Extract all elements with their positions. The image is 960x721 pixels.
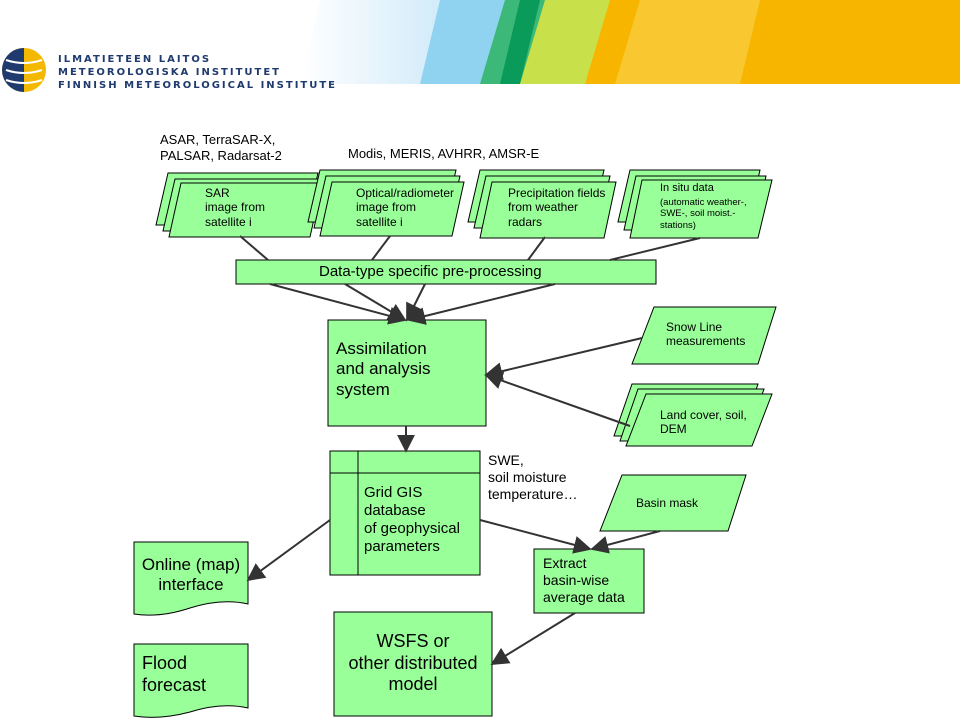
landcover-stack xyxy=(613,383,773,447)
snowline-label: Snow Line measurements xyxy=(666,320,746,349)
landcover-label: Land cover, soil, DEM xyxy=(660,408,747,437)
sar-node-label: SAR image from satellite i xyxy=(205,186,266,229)
insitu-node-title: In situ data xyxy=(660,182,714,194)
assimilation-label: Assimilation and analysis system xyxy=(336,339,431,399)
wsfs-box xyxy=(333,611,493,717)
sar-stack xyxy=(155,172,323,238)
preprocessing-box xyxy=(235,259,657,285)
extract-box xyxy=(533,548,645,614)
optical-node-label: Optical/radiometer image from satellite … xyxy=(356,186,455,229)
sar-sources-label: ASAR, TerraSAR-X, PALSAR, Radarsat-2 xyxy=(160,132,282,163)
precip-stack xyxy=(467,169,617,239)
gis-box xyxy=(329,450,481,576)
preprocessing-label: Data-type specific pre-processing xyxy=(319,263,542,280)
org-name-sv: METEOROLOGISKA INSTITUTET xyxy=(58,67,282,78)
online-box xyxy=(133,541,249,616)
extract-label: Extract basin-wise average data xyxy=(543,555,625,605)
online-label: Online (map) interface xyxy=(141,555,241,595)
insitu-stack xyxy=(617,169,773,239)
assimilation-box xyxy=(327,319,487,427)
basin-mask-box xyxy=(599,474,747,532)
flood-label: Flood forecast xyxy=(142,653,207,695)
org-name-en: FINNISH METEOROLOGICAL INSTITUTE xyxy=(58,80,338,91)
header-banner xyxy=(300,0,960,84)
insitu-node-detail: (automatic weather-, SWE-, soil moist.- … xyxy=(660,197,747,231)
precip-node-label: Precipitation fields from weather radars xyxy=(508,186,606,229)
optical-stack xyxy=(307,169,465,237)
wsfs-label: WSFS or other distributed model xyxy=(348,631,478,695)
gis-label: Grid GIS database of geophysical paramet… xyxy=(364,484,460,555)
flood-box xyxy=(133,643,249,718)
fmi-logo-icon xyxy=(2,48,46,92)
org-name-fi: ILMATIETEEN LAITOS xyxy=(58,54,212,65)
optical-sources-label: Modis, MERIS, AVHRR, AMSR-E xyxy=(348,146,540,161)
swe-label: SWE, soil moisture temperature… xyxy=(488,452,578,502)
basin-mask-label: Basin mask xyxy=(636,496,699,510)
connectors xyxy=(239,235,701,665)
snowline-box xyxy=(631,306,777,365)
